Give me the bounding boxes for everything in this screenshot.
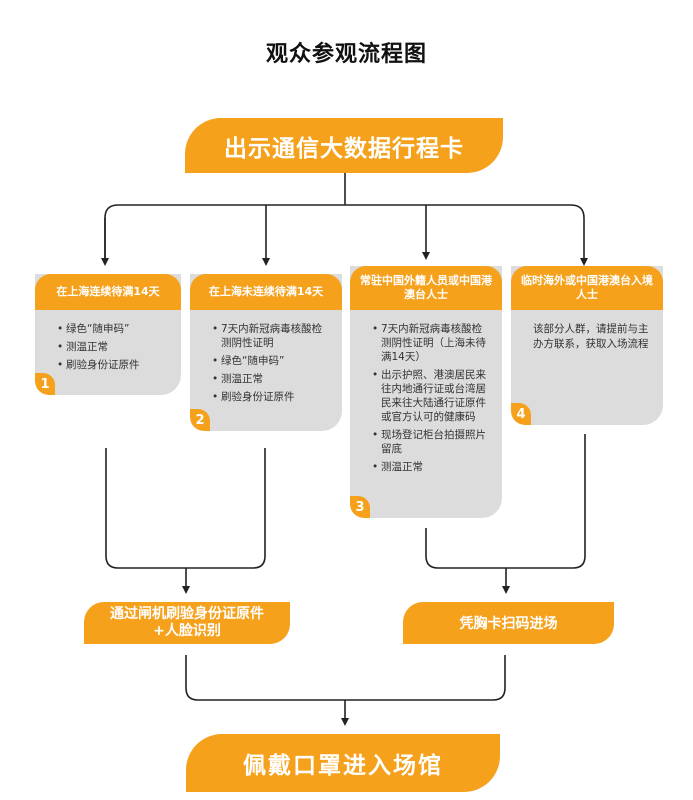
requirement-item: 7天内新冠病毒核酸检测阴性证明 (212, 322, 332, 350)
requirement-item: 绿色“随申码” (57, 322, 171, 336)
requirement-item: 绿色“随申码” (212, 354, 332, 368)
card-heading: 在上海未连续待满14天 (190, 274, 342, 310)
category-card-1: 在上海连续待满14天 绿色“随申码” 测温正常 刷验身份证原件 1 (35, 274, 181, 395)
card-description: 该部分人群，请提前与主办方联系，获取入场流程 (533, 323, 649, 350)
requirement-item: 刷验身份证原件 (212, 390, 332, 404)
card-number-badge: 4 (511, 403, 531, 425)
card-number-badge: 1 (35, 373, 55, 395)
card-heading: 常驻中国外籍人员或中国港澳台人士 (350, 266, 502, 310)
connector-merge-left (105, 448, 266, 569)
category-card-4: 临时海外或中国港澳台入境人士 该部分人群，请提前与主办方联系，获取入场流程 4 (511, 266, 663, 425)
end-step-banner: 佩戴口罩进入场馆 (186, 734, 500, 792)
requirement-list: 7天内新冠病毒核酸检测阴性证明 绿色“随申码” 测温正常 刷验身份证原件 (190, 310, 342, 404)
requirement-item: 现场登记柜台拍摄照片留底 (372, 428, 492, 456)
connector-final-merge (185, 655, 506, 701)
card-number-badge: 2 (190, 409, 210, 431)
card-heading: 临时海外或中国港澳台入境人士 (511, 266, 663, 310)
connector-top-split (104, 204, 588, 266)
requirement-item: 7天内新冠病毒核酸检测阴性证明（上海未待满14天） (372, 322, 492, 364)
requirement-item: 测温正常 (372, 460, 492, 474)
badge-scan-banner: 凭胸卡扫码进场 (403, 602, 614, 644)
requirement-item: 测温正常 (212, 372, 332, 386)
card-number-badge: 3 (350, 496, 370, 518)
diagram-title: 观众参观流程图 (265, 42, 427, 67)
gate-id-check-banner: 通过闸机刷验身份证原件 +人脸识别 (84, 602, 290, 644)
card-heading: 在上海连续待满14天 (35, 274, 181, 310)
category-card-2: 在上海未连续待满14天 7天内新冠病毒核酸检测阴性证明 绿色“随申码” 测温正常… (190, 274, 342, 431)
requirement-item: 测温正常 (57, 340, 171, 354)
start-step-banner: 出示通信大数据行程卡 (185, 118, 503, 173)
requirement-list: 绿色“随申码” 测温正常 刷验身份证原件 (35, 310, 181, 372)
requirement-item: 刷验身份证原件 (57, 358, 171, 372)
requirement-list: 7天内新冠病毒核酸检测阴性证明（上海未待满14天） 出示护照、港澳居民来往内地通… (350, 310, 502, 474)
requirement-item: 出示护照、港澳居民来往内地通行证或台湾居民来往大陆通行证原件或官方认可的健康码 (372, 368, 492, 424)
category-card-3: 常驻中国外籍人员或中国港澳台人士 7天内新冠病毒核酸检测阴性证明（上海未待满14… (350, 266, 502, 518)
